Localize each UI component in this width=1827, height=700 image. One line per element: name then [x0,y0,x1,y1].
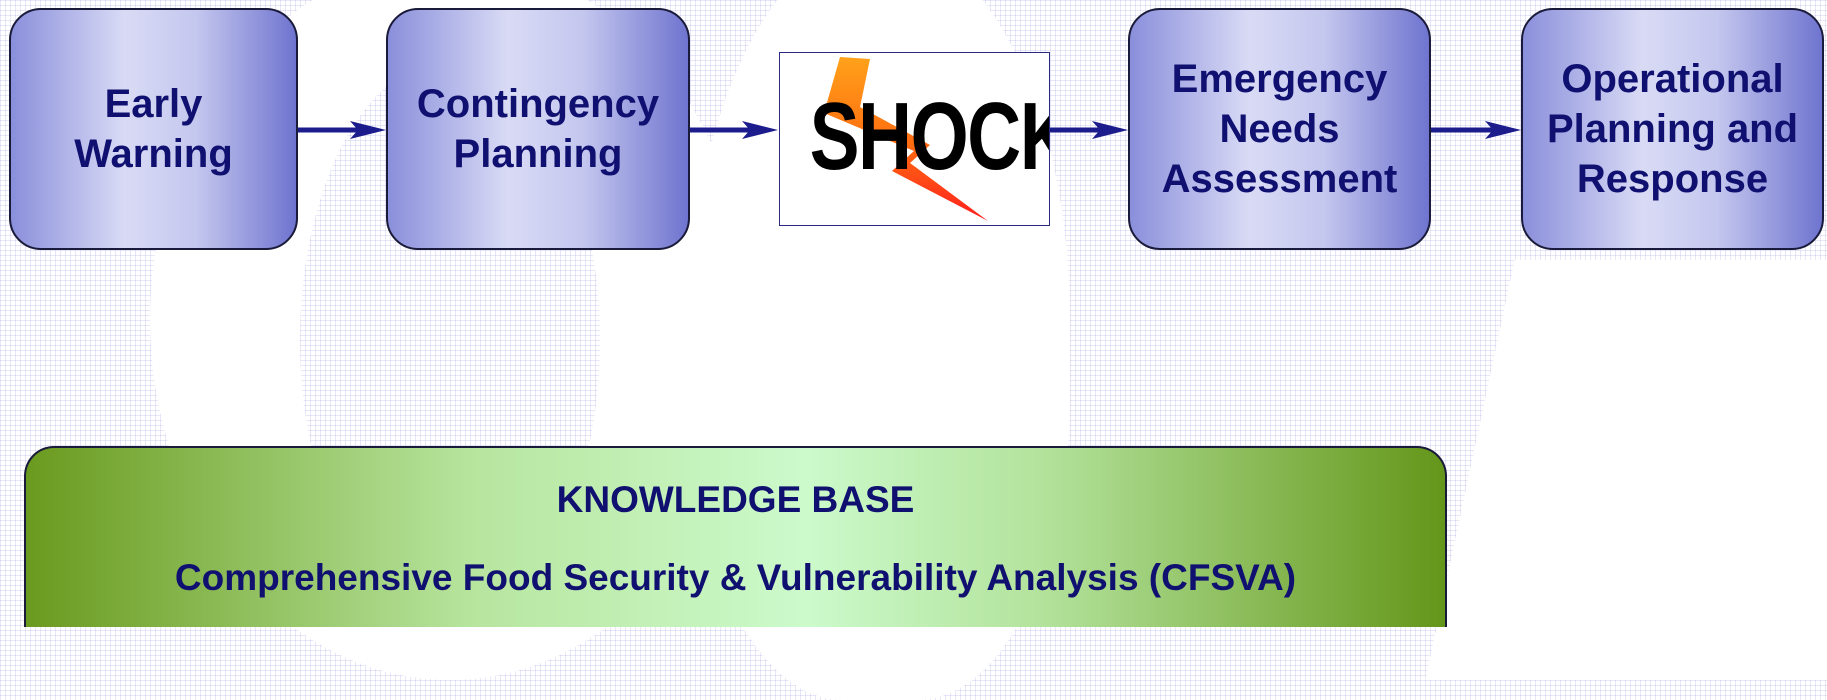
knowledge-base-box: KNOWLEDGE BASE Comprehensive Food Securi… [24,446,1447,627]
knowledge-base-title: KNOWLEDGE BASE [556,479,915,520]
flow-arrow-1 [298,121,386,139]
early-warning-box: Early Warning [9,8,298,250]
watermark-shape [1425,260,1827,680]
contingency-planning-box: Contingency Planning [386,8,690,250]
flow-arrow-2 [690,121,778,139]
shock-label: SHOCK [809,83,1050,190]
lightning-bolt-icon [824,57,988,221]
operational-planning-response-box: Operational Planning and Response [1521,8,1824,250]
emergency-needs-assessment-box: Emergency Needs Assessment [1128,8,1431,250]
shock-graphic: SHOCK [779,52,1050,226]
flow-arrow-4 [1431,121,1521,139]
flow-arrow-3 [1050,121,1128,139]
knowledge-base-subtitle: Comprehensive Food Security & Vulnerabil… [174,557,1297,598]
